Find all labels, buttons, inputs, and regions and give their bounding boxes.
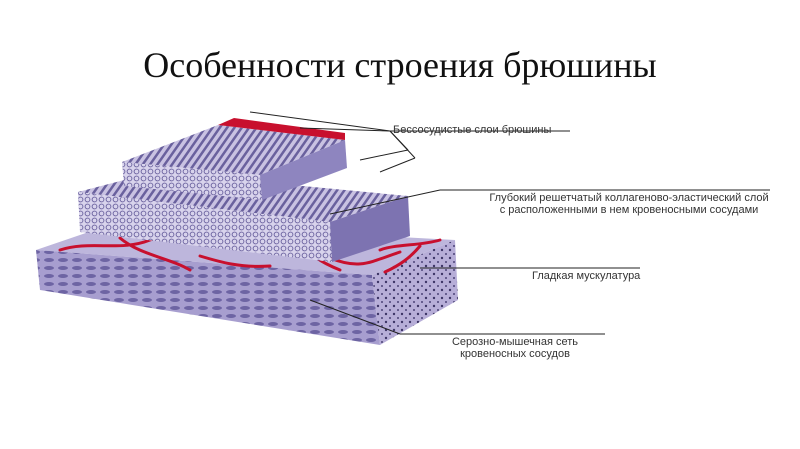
label-serous-muscular-network: Серозно-мышечная сеть кровеносных сосудо… [451, 336, 579, 360]
top-layer-top-face [122, 125, 345, 175]
label-smooth-muscle: Гладкая мускулатура [532, 270, 641, 282]
bottom-layer-front-face [36, 250, 380, 345]
middle-layer-front-face [78, 192, 332, 262]
label-avascular-layers: Бессосудистые слои брюшины [393, 124, 552, 136]
middle-layer-side-face [330, 196, 410, 262]
label-deep-lattice-layer: Глубокий решетчатый коллагеново-эластиче… [489, 192, 769, 216]
slide-title: Особенности строения брюшины [143, 45, 657, 85]
top-layer-red-edge [218, 118, 345, 140]
top-avascular-layer [122, 118, 347, 200]
top-layer-side-face [260, 140, 347, 200]
leader-lines [249, 111, 770, 335]
top-layer-front-face [122, 162, 262, 200]
